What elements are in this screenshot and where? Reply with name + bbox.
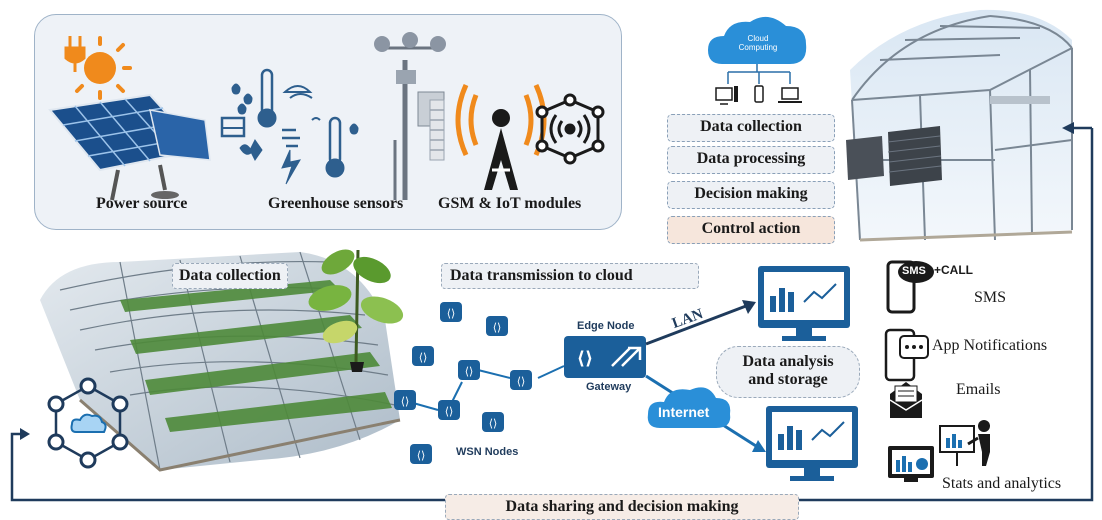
app-notifications-label: App Notifications xyxy=(932,337,1048,354)
presenter-chart-icon xyxy=(939,420,990,466)
edge-gateway-icon: ⟨⟩ xyxy=(564,336,646,378)
data-collection-tag: Data collection xyxy=(172,263,288,289)
laptop-device-icon xyxy=(778,87,802,103)
step-control-action: Control action xyxy=(667,216,835,244)
analytics-monitor-icon-top xyxy=(758,266,850,341)
greenhouse-sensors-label: Greenhouse sensors xyxy=(268,195,404,212)
svg-text:⟨⟩: ⟨⟩ xyxy=(493,321,502,334)
wsn-nodes-label: WSN Nodes xyxy=(456,446,519,458)
data-analysis-label-1: Data analysis xyxy=(742,353,834,370)
wsn-node-icon: ⟨⟩ xyxy=(410,444,432,464)
emails-label: Emails xyxy=(956,381,1001,398)
svg-text:⟨⟩: ⟨⟩ xyxy=(465,365,474,378)
svg-text:⟨⟩: ⟨⟩ xyxy=(517,375,526,388)
desktop-device-icon xyxy=(715,86,738,105)
email-icon xyxy=(889,382,923,418)
cloud-computing-label: Cloud Computing xyxy=(738,34,778,52)
wsn-node-icon: ⟨⟩ xyxy=(440,302,462,322)
step-data-processing: Data processing xyxy=(667,146,835,174)
sms-badge: SMS xyxy=(902,265,926,277)
stats-dashboard-icon xyxy=(888,446,934,482)
stats-analytics-label: Stats and analytics xyxy=(942,475,1062,492)
wsn-node-icon: ⟨⟩ xyxy=(486,316,508,336)
svg-text:⟨⟩: ⟨⟩ xyxy=(447,307,456,320)
wsn-node-icon: ⟨⟩ xyxy=(510,370,532,390)
wsn-node-icon: ⟨⟩ xyxy=(394,390,416,410)
analytics-monitor-icon-bottom xyxy=(766,406,858,481)
svg-text:⟨⟩: ⟨⟩ xyxy=(417,449,426,462)
plant-icon xyxy=(308,249,404,372)
wsn-node-icon: ⟨⟩ xyxy=(482,412,504,432)
wsn-node-icon: ⟨⟩ xyxy=(412,346,434,366)
sms-label: SMS xyxy=(974,289,1007,306)
ventilation-fan-unit xyxy=(846,126,942,186)
gateway-label: Gateway xyxy=(586,381,632,393)
wsn-node-icon: ⟨⟩ xyxy=(458,360,480,380)
svg-text:⟨⟩: ⟨⟩ xyxy=(401,395,410,408)
data-analysis-label-2: and storage xyxy=(748,371,828,388)
step-decision-making: Decision making xyxy=(667,181,835,209)
data-analysis-bubble: Data analysis and storage xyxy=(716,346,860,398)
wsn-node-icon: ⟨⟩ xyxy=(438,400,460,420)
internet-label: Internet xyxy=(658,404,710,420)
iot-cloud-hub-icon xyxy=(47,377,129,469)
data-transmission-tag: Data transmission to cloud xyxy=(441,263,699,289)
svg-text:⟨⟩: ⟨⟩ xyxy=(489,417,498,430)
power-source-label: Power source xyxy=(96,195,188,212)
app-notification-icon xyxy=(884,328,929,382)
gsm-iot-label: GSM & IoT modules xyxy=(438,195,582,212)
edge-node-label: Edge Node xyxy=(577,320,635,332)
phone-device-icon xyxy=(754,85,764,103)
wsn-node-icons: ⟨⟩ ⟨⟩ ⟨⟩ ⟨⟩ ⟨⟩ ⟨⟩ ⟨⟩ ⟨⟩ ⟨⟩ xyxy=(394,302,532,464)
svg-text:⟨⟩: ⟨⟩ xyxy=(577,348,593,369)
lan-label: LAN xyxy=(670,306,706,332)
svg-text:⟨⟩: ⟨⟩ xyxy=(419,351,428,364)
call-label: +CALL xyxy=(934,263,973,277)
step-data-collection: Data collection xyxy=(667,114,835,142)
svg-text:⟨⟩: ⟨⟩ xyxy=(445,405,454,418)
data-sharing-tag: Data sharing and decision making xyxy=(445,494,799,520)
